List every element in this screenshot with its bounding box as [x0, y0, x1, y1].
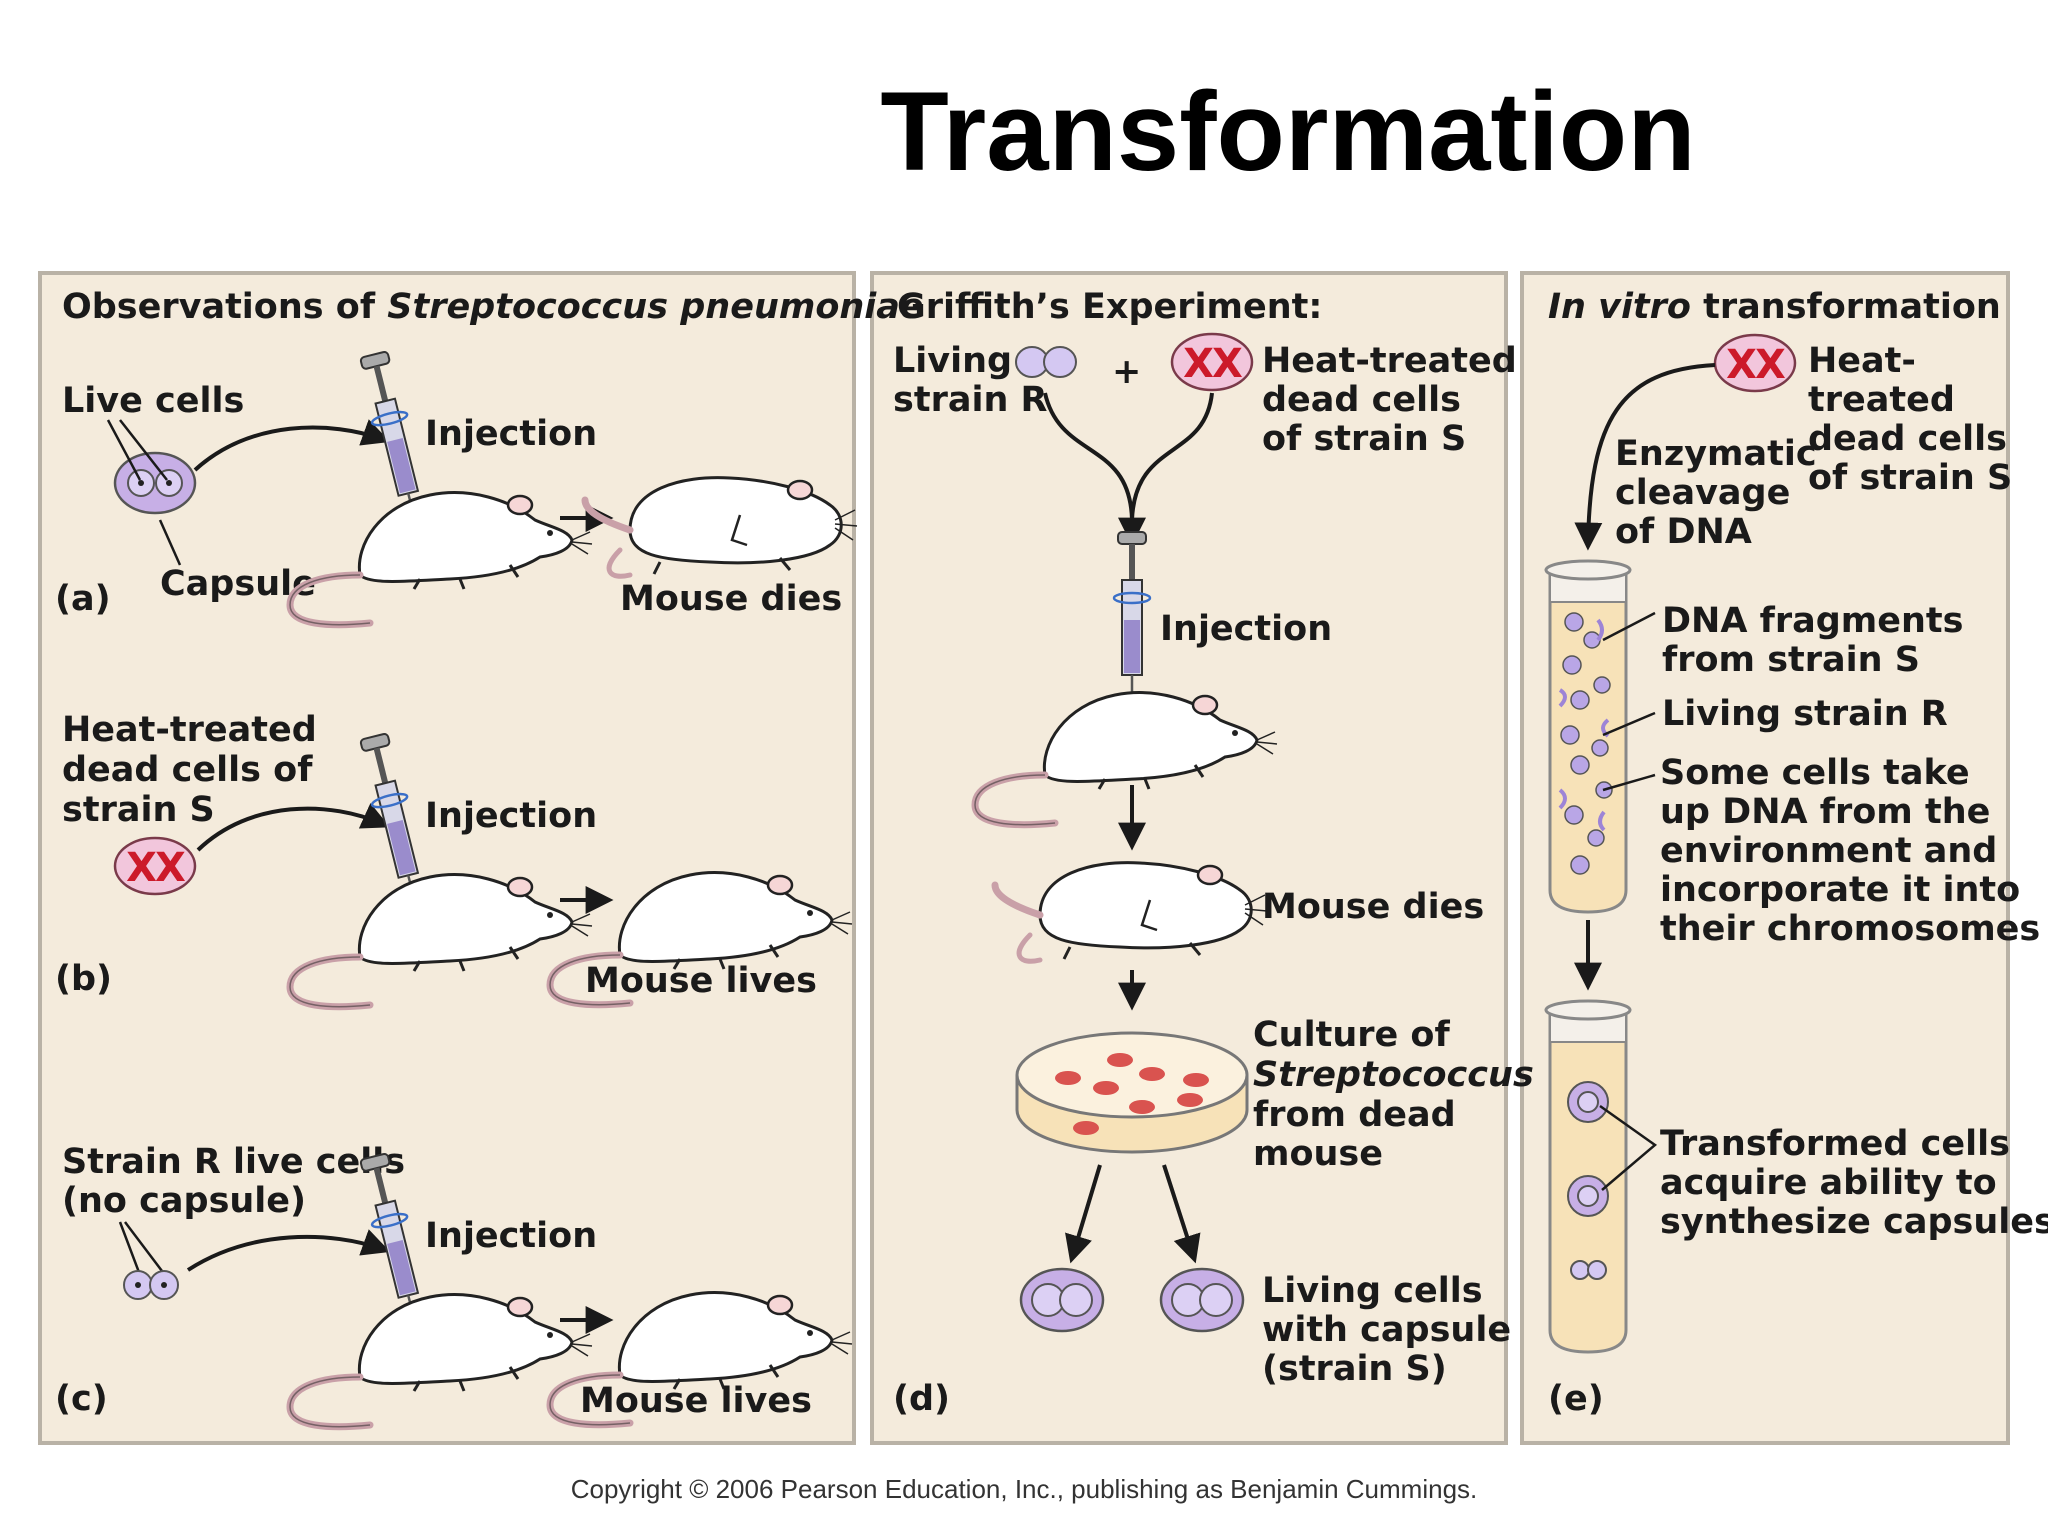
- petri-dish: [1015, 1031, 1249, 1154]
- label-b: (b): [55, 959, 112, 999]
- svg-text:XX: XX: [1726, 342, 1786, 388]
- label-heat-line2: dead cells: [1262, 380, 1461, 420]
- encapsulated-cell-pair: [1019, 1267, 1105, 1333]
- heat-killed-cells: XX: [113, 836, 197, 896]
- label-b-line3: strain S: [62, 790, 215, 830]
- dna-fragments-pointer: [1602, 611, 1656, 642]
- label-b-line2: dead cells of: [62, 750, 313, 790]
- test-tube-1: [1544, 559, 1632, 914]
- label-mouse-lives-b: Mouse lives: [585, 961, 817, 1001]
- label-enzymatic-2: cleavage: [1615, 473, 1790, 513]
- label-injection-a: Injection: [425, 414, 597, 454]
- arrow-enzymatic: [1574, 363, 1716, 551]
- page-title: Transformation: [880, 69, 1695, 194]
- label-living-r: Living strain R: [1662, 694, 1948, 734]
- label-mouse-lives-c: Mouse lives: [580, 1381, 812, 1421]
- svg-text:XX: XX: [126, 845, 186, 891]
- arrow-c-to-syringe: [186, 1229, 391, 1272]
- arrow-merge: [1043, 392, 1214, 540]
- label-living-line2: strain R: [893, 380, 1048, 420]
- arrow-split-right: [1162, 1164, 1201, 1264]
- panel-griffith-heading: Griffith’s Experiment:: [897, 287, 1322, 327]
- label-living-capsule-line3: (strain S): [1262, 1349, 1447, 1389]
- copyright-notice: Copyright © 2006 Pearson Education, Inc.…: [571, 1474, 1478, 1504]
- strain-r-pointer: [118, 1221, 166, 1276]
- label-c: (c): [55, 1379, 108, 1419]
- label-transformed-3: synthesize capsules: [1660, 1202, 2048, 1242]
- live-cells-pointer: [106, 419, 168, 481]
- heat-killed-cells: XX: [1170, 332, 1254, 392]
- label-living-capsule-line1: Living cells: [1262, 1271, 1483, 1311]
- label-living-capsule-line2: with capsule: [1262, 1310, 1511, 1350]
- heat-killed-cells: XX: [1713, 333, 1797, 393]
- label-transformed-1: Transformed cells: [1660, 1124, 2010, 1164]
- label-heat-right-4: of strain S: [1808, 458, 2012, 498]
- arrow-split-left: [1065, 1164, 1102, 1264]
- capsule-pointer: [158, 519, 182, 566]
- label-some-cells-1: Some cells take: [1660, 753, 1970, 793]
- label-some-cells-5: their chromosomes: [1660, 909, 2040, 949]
- label-culture-line2: Streptococcus: [1253, 1055, 1534, 1095]
- label-e: (e): [1548, 1379, 1604, 1419]
- label-c-line1: Strain R live cells: [62, 1142, 405, 1182]
- label-a: (a): [55, 579, 111, 619]
- arrow-b-to-syringe: [196, 802, 391, 852]
- label-mouse-dies-d: Mouse dies: [1262, 887, 1484, 927]
- label-living-line1: Living: [893, 341, 1012, 381]
- label-heat-right-2: treated: [1808, 380, 1955, 420]
- panel-observations-heading: Observations of Streptococcus pneumoniae: [62, 287, 924, 327]
- label-mouse-dies-a: Mouse dies: [620, 579, 842, 619]
- uptake-pointer: [1602, 773, 1656, 792]
- label-c-line2: (no capsule): [62, 1181, 306, 1221]
- svg-text:XX: XX: [1183, 341, 1243, 387]
- strain-r-cell-pair: [1570, 1260, 1607, 1280]
- plus-sign: +: [1112, 352, 1141, 392]
- label-transformed-2: acquire ability to: [1660, 1163, 1997, 1203]
- label-culture-line4: mouse: [1253, 1134, 1383, 1174]
- label-enzymatic-1: Enzymatic: [1615, 434, 1817, 474]
- transformed-pointer: [1599, 1104, 1658, 1191]
- label-live-cells: Live cells: [62, 381, 244, 421]
- label-d: (d): [893, 1379, 950, 1419]
- strain-r-cell-pair: [123, 1270, 179, 1300]
- label-some-cells-2: up DNA from the: [1660, 792, 1990, 832]
- panel-in-vitro-heading: In vitro transformation: [1548, 287, 2001, 327]
- label-injection-c: Injection: [425, 1216, 597, 1256]
- label-culture-line1: Culture of: [1253, 1015, 1450, 1055]
- arrow-a-to-syringe: [193, 419, 391, 472]
- transformed-cell: [1567, 1081, 1609, 1123]
- label-heat-line1: Heat-treated: [1262, 341, 1517, 381]
- label-injection-d: Injection: [1160, 609, 1332, 649]
- label-some-cells-3: environment and: [1660, 831, 1997, 871]
- transformed-cell: [1567, 1175, 1609, 1217]
- label-heat-line3: of strain S: [1262, 419, 1466, 459]
- encapsulated-cell-pair: [113, 451, 197, 515]
- label-culture-line3: from dead: [1253, 1095, 1456, 1135]
- strain-r-cell-pair: [1015, 346, 1077, 378]
- label-b-line1: Heat-treated: [62, 710, 317, 750]
- label-enzymatic-3: of DNA: [1615, 512, 1752, 552]
- encapsulated-cell-pair: [1159, 1267, 1245, 1333]
- living-r-pointer: [1602, 711, 1656, 737]
- label-some-cells-4: incorporate it into: [1660, 870, 2020, 910]
- label-dna-2: from strain S: [1662, 640, 1920, 680]
- label-injection-b: Injection: [425, 796, 597, 836]
- label-heat-right-1: Heat-: [1808, 341, 1916, 381]
- label-dna-1: DNA fragments: [1662, 601, 1963, 641]
- label-heat-right-3: dead cells: [1808, 419, 2007, 459]
